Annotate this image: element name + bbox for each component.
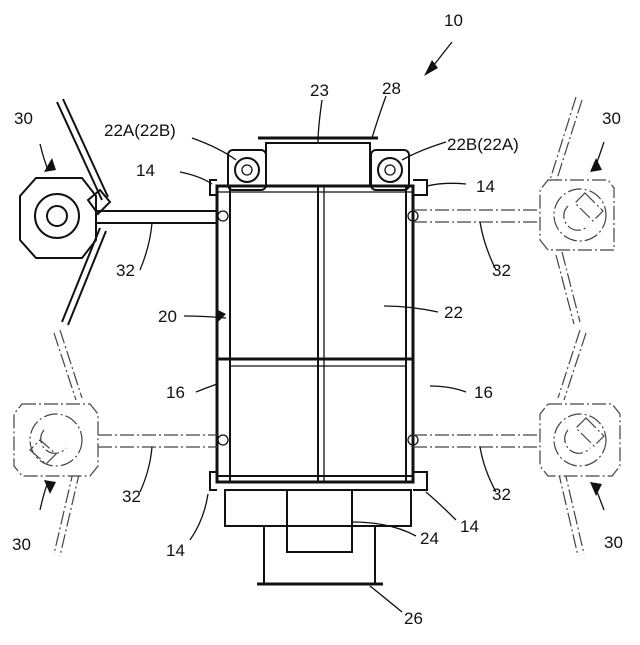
unit-bottom-left — [14, 330, 217, 556]
label-30-bottom-left: 30 — [12, 535, 31, 554]
label-20: 20 — [158, 307, 177, 326]
label-32-bottom-left: 32 — [122, 487, 141, 506]
top-duct — [258, 138, 378, 186]
label-10: 10 — [444, 11, 463, 30]
label-14-top-right: 14 — [476, 177, 495, 196]
label-22b-22a: 22B(22A) — [447, 135, 519, 154]
label-30-top-left: 30 — [14, 109, 33, 128]
label-32-bottom-right: 32 — [492, 485, 511, 504]
unit-top-right — [413, 97, 614, 324]
central-frame — [217, 186, 413, 482]
roller-left — [228, 150, 266, 190]
label-14-top-left: 14 — [136, 161, 155, 180]
label-26: 26 — [404, 609, 423, 628]
label-14-bottom-left: 14 — [166, 541, 185, 560]
roller-right — [371, 150, 409, 190]
label-14-bottom-right: 14 — [460, 517, 479, 536]
bottom-outlet — [225, 490, 411, 584]
label-32-top-right: 32 — [492, 261, 511, 280]
label-16-right: 16 — [474, 383, 493, 402]
label-22a-22b: 22A(22B) — [104, 121, 176, 140]
label-30-top-right: 30 — [602, 109, 621, 128]
label-16-left: 16 — [166, 383, 185, 402]
label-28: 28 — [382, 79, 401, 98]
label-32-top-left: 32 — [116, 261, 135, 280]
label-23: 23 — [310, 81, 329, 100]
label-30-bottom-right: 30 — [604, 533, 623, 552]
unit-bottom-right — [413, 330, 620, 556]
label-24: 24 — [420, 529, 439, 548]
label-22: 22 — [444, 303, 463, 322]
